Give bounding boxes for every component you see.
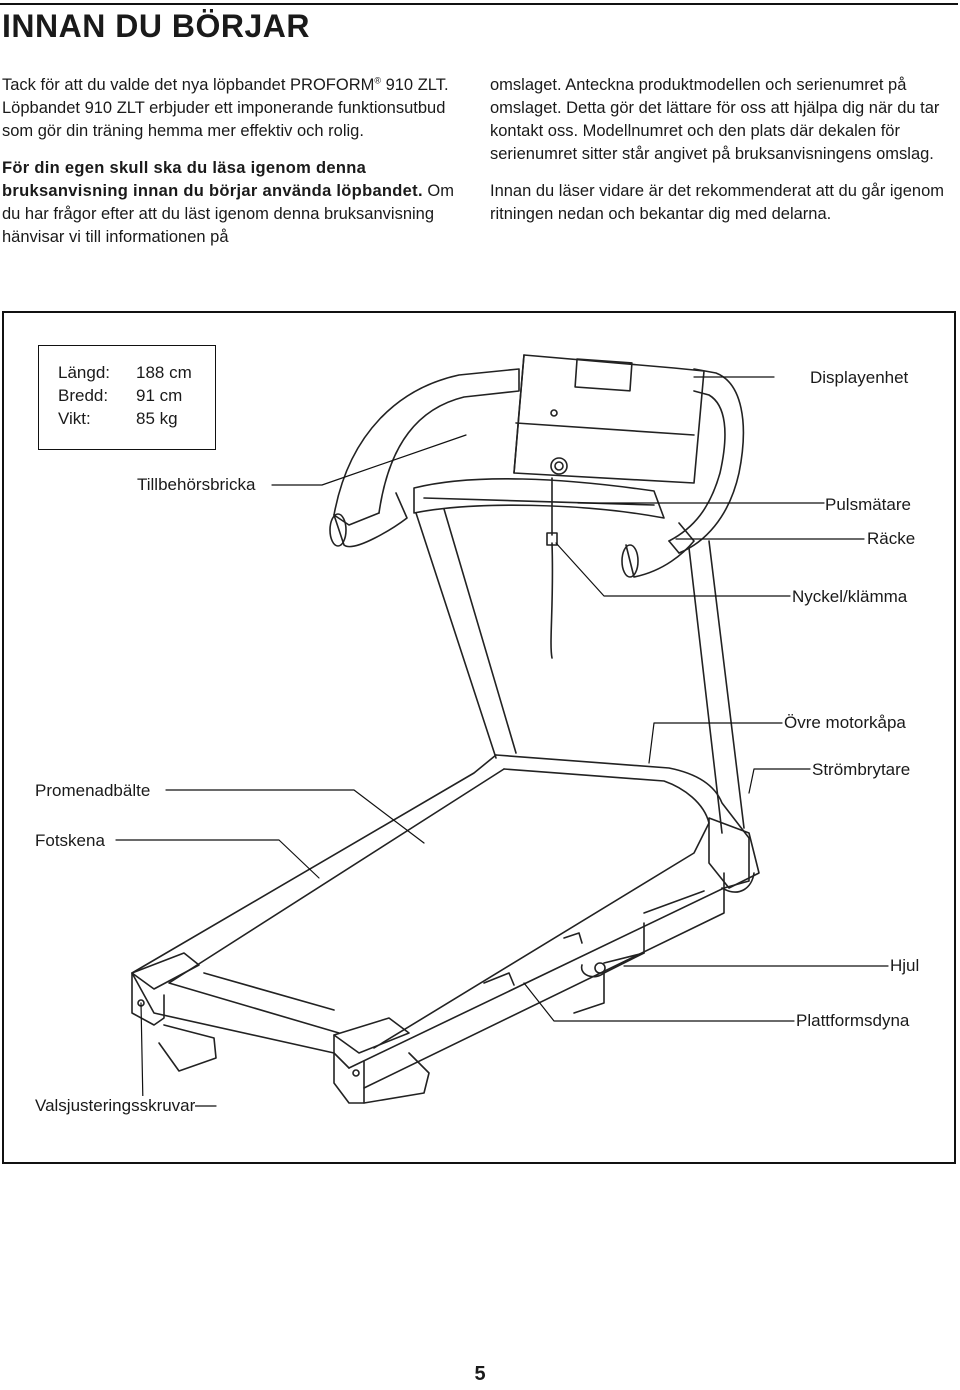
- top-rule: [0, 3, 958, 5]
- page-title: INNAN DU BÖRJAR: [2, 8, 310, 44]
- intro-right-column: omslaget. Anteckna produktmodellen och s…: [490, 74, 952, 240]
- spec-label: Längd:: [58, 363, 110, 382]
- intro-p1-text-a: Tack för att du valde det nya löpbandet …: [2, 76, 375, 94]
- intro-paragraph-1: Tack för att du valde det nya löpbandet …: [2, 74, 457, 143]
- treadmill-drawing: [115, 354, 889, 1107]
- label-displayenhet: Displayenhet: [810, 368, 909, 388]
- label-strombrytare: Strömbrytare: [812, 760, 911, 780]
- spec-row: Bredd: 91 cm: [58, 384, 182, 407]
- registered-mark: ®: [374, 75, 381, 86]
- label-pulsmatare: Pulsmätare: [825, 495, 911, 515]
- spec-value: 85 kg: [136, 409, 178, 428]
- label-promenadbalte: Promenadbälte: [35, 781, 151, 801]
- spec-row: Vikt: 85 kg: [58, 407, 178, 430]
- spec-row: Längd: 188 cm: [58, 361, 192, 384]
- treadmill-diagram: Längd: 188 cm Bredd: 91 cm Vikt: 85 kg Disp…: [2, 311, 956, 1164]
- label-tillbehorsbricka: Tillbehörsbricka: [137, 475, 256, 495]
- spec-label: Bredd:: [58, 386, 109, 405]
- intro-paragraph-2: För din egen skull ska du läsa igenom de…: [2, 157, 457, 249]
- spec-value: 188 cm: [136, 363, 192, 382]
- safety-key-clip: [546, 532, 558, 546]
- label-fotskena: Fotskena: [35, 831, 105, 851]
- spec-label: Vikt:: [58, 409, 91, 428]
- uprights-drawing: [415, 508, 745, 834]
- page-number: 5: [474, 1363, 486, 1385]
- label-nyckel-klamma: Nyckel/klämma: [792, 587, 908, 607]
- intro-left-column: Tack för att du valde det nya löpbandet …: [2, 74, 457, 263]
- intro-p2-bold: För din egen skull ska du läsa igenom de…: [2, 159, 423, 200]
- leader-lines: [115, 376, 889, 1107]
- console-drawing: [413, 354, 705, 519]
- intro-p1-text-b: 910 ZLT. Löpbandet 910 ZLT erbjuder ett …: [2, 76, 449, 140]
- label-ovre-motorkapa: Övre motorkåpa: [784, 713, 906, 733]
- handrails-drawing: [329, 368, 745, 578]
- safety-key-cord: [550, 477, 554, 659]
- label-racke: Räcke: [867, 529, 916, 549]
- label-plattformsdyna: Plattformsdyna: [796, 1011, 910, 1031]
- intro-p2-rest: Om du har frågor efter att du läst igeno…: [2, 182, 455, 246]
- label-valsjusteringsskruvar: Valsjusteringsskruvar: [35, 1096, 196, 1116]
- label-hjul: Hjul: [890, 956, 920, 976]
- intro-paragraph-3: omslaget. Anteckna produktmodellen och s…: [490, 76, 940, 163]
- spec-value: 91 cm: [136, 386, 183, 405]
- deck-drawing: [131, 754, 760, 1104]
- spec-box: Längd: 188 cm Bredd: 91 cm Vikt: 85 kg: [38, 345, 216, 450]
- intro-paragraph-4: Innan du läser vidare är det rekommender…: [490, 182, 945, 223]
